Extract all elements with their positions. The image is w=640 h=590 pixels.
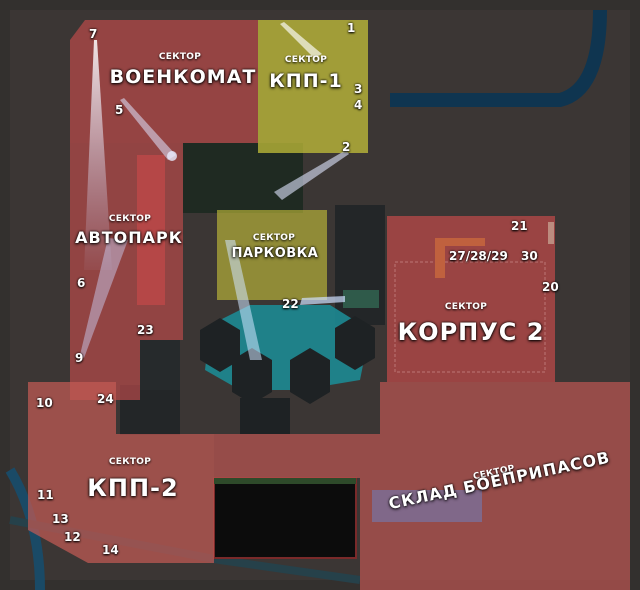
marker-21: 21 [511, 219, 528, 233]
sector-caption-kpp1: СЕКТОР [284, 55, 328, 65]
marker-4: 4 [354, 98, 363, 112]
sector-caption-kpp2: СЕКТОР [108, 457, 152, 467]
marker-3: 3 [354, 82, 363, 96]
marker-6: 6 [77, 276, 86, 290]
marker-2: 2 [342, 140, 351, 154]
marker-30: 30 [521, 249, 538, 263]
marker-12: 12 [64, 530, 81, 544]
marker-1: 1 [347, 21, 356, 35]
marker-9: 9 [75, 351, 84, 365]
marker-24: 24 [97, 392, 114, 406]
sector-name-kpp2: КПП-2 [87, 474, 179, 502]
sector-name-korpus2: КОРПУС 2 [397, 318, 545, 346]
marker-27-28-29: 27/28/29 [449, 249, 508, 263]
marker-14: 14 [102, 543, 119, 557]
marker-5: 5 [115, 103, 124, 117]
marker-22: 22 [282, 297, 299, 311]
sector-name-voenkomat: ВОЕНКОМАТ [109, 66, 257, 88]
marker-10: 10 [36, 396, 53, 410]
sector-caption-avtopark: СЕКТОР [108, 214, 152, 224]
sector-caption-korpus2: СЕКТОР [444, 302, 488, 312]
marker-7: 7 [89, 27, 98, 41]
marker-20: 20 [542, 280, 559, 294]
sector-caption-parkovka: СЕКТОР [252, 233, 296, 243]
sector-name-kpp1: КПП-1 [269, 70, 343, 92]
marker-23: 23 [137, 323, 154, 337]
sector-name-parkovka: ПАРКОВКА [231, 246, 319, 261]
marker-11: 11 [37, 488, 54, 502]
marker-13: 13 [52, 512, 69, 526]
sector-caption-voenkomat: СЕКТОР [158, 52, 202, 62]
sector-name-avtopark: АВТОПАРК [75, 228, 183, 247]
